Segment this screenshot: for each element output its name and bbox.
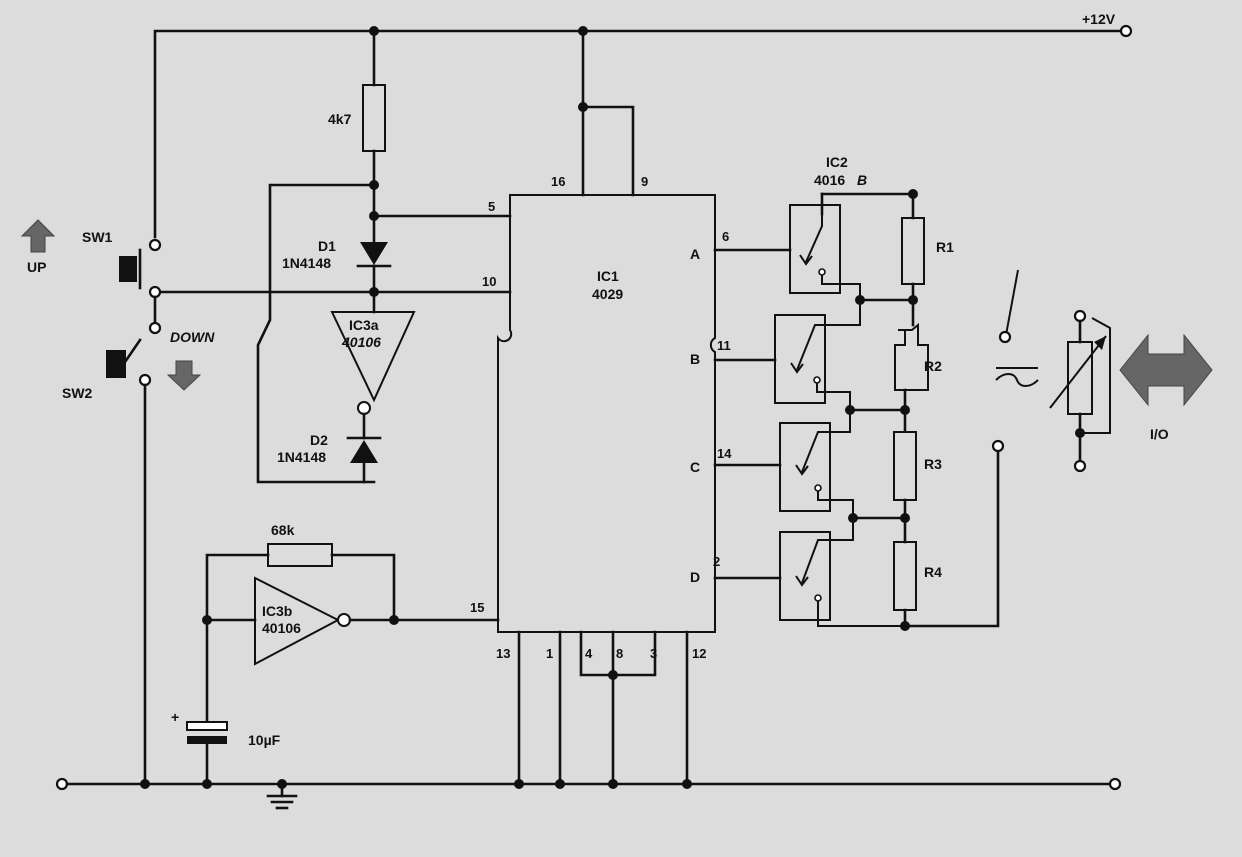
pin16-label: 16 xyxy=(551,174,565,189)
ic1-4029: IC1 4029 A B C D xyxy=(497,194,716,633)
switch-sw1: SW1 xyxy=(82,229,162,299)
ac-symbol-icon xyxy=(995,367,1039,387)
switch-sw2: SW2 DOWN xyxy=(62,321,215,401)
up-label: UP xyxy=(27,259,46,275)
pin1-label: 1 xyxy=(546,646,553,661)
ic3b-part: 40106 xyxy=(262,620,301,636)
wire-feedback-loop xyxy=(256,183,376,484)
pin8-label: 8 xyxy=(616,646,623,661)
capacitor-label: 10µF xyxy=(248,732,281,748)
r4-label: R4 xyxy=(924,564,942,580)
ic2-sub: B xyxy=(857,172,867,188)
diode-d1: D1 1N4148 xyxy=(282,183,392,294)
down-label: DOWN xyxy=(170,329,215,345)
junction-dots xyxy=(140,26,918,789)
analog-switch-4 xyxy=(779,518,905,627)
ic1-ref: IC1 xyxy=(597,268,619,284)
inverter-ic3a: IC3a 40106 xyxy=(330,290,416,415)
pin12-label: 12 xyxy=(692,646,706,661)
d2-part: 1N4148 xyxy=(277,449,326,465)
capacitor-polarity: + xyxy=(171,709,179,725)
r2-label: R2 xyxy=(924,358,942,374)
pin13-label: 13 xyxy=(496,646,510,661)
potentiometer xyxy=(1049,309,1111,473)
ic1-output-c: C xyxy=(690,459,700,475)
analog-switch-3 xyxy=(779,410,854,518)
ic1-output-d: D xyxy=(690,569,700,585)
oscillator-ic3b: 68k IC3b 40106 xyxy=(205,522,500,666)
ic1-output-b: B xyxy=(690,351,700,367)
sw1-label: SW1 xyxy=(82,229,113,245)
d1-ref: D1 xyxy=(318,238,336,254)
ic2-ref: IC2 xyxy=(826,154,848,170)
wire-pin9 xyxy=(581,105,635,197)
output-terminals xyxy=(991,269,1019,453)
pin15-label: 15 xyxy=(470,600,484,615)
pin3-label: 3 xyxy=(650,646,657,661)
ic1-output-a: A xyxy=(690,246,700,262)
up-arrow-icon: UP xyxy=(20,219,56,275)
r3-label: R3 xyxy=(924,456,942,472)
feedback-resistor-label: 68k xyxy=(271,522,295,538)
down-arrow-icon xyxy=(166,360,202,391)
pin10-label: 10 xyxy=(482,274,496,289)
r1-label: R1 xyxy=(936,239,954,255)
pin4-label: 4 xyxy=(585,646,593,661)
supply-label: +12V xyxy=(1082,11,1116,27)
sw2-label: SW2 xyxy=(62,385,93,401)
pullup-resistor-4k7: 4k7 xyxy=(328,29,386,187)
pin2-label: 2 xyxy=(713,554,720,569)
d2-ref: D2 xyxy=(310,432,328,448)
ic3a-part: 40106 xyxy=(341,334,381,350)
ic2-part: 4016 xyxy=(814,172,845,188)
pin5-label: 5 xyxy=(488,199,495,214)
analog-switch-2 xyxy=(774,300,861,410)
ic2-label-group: IC2 4016 B xyxy=(814,154,867,188)
pullup-resistor-label: 4k7 xyxy=(328,111,352,127)
pin6-label: 6 xyxy=(722,229,729,244)
ic3b-ref: IC3b xyxy=(262,603,292,619)
ic3a-ref: IC3a xyxy=(349,317,379,333)
pin11-label: 11 xyxy=(717,338,731,353)
pin14-label: 14 xyxy=(717,446,732,461)
ground-rail xyxy=(55,777,1122,791)
supply-rail: +12V xyxy=(153,11,1133,239)
d1-part: 1N4148 xyxy=(282,255,331,271)
analog-switch-1 xyxy=(789,204,861,300)
pin9-label: 9 xyxy=(641,174,648,189)
capacitor-10uf: + 10µF xyxy=(171,618,281,786)
diode-d2: D2 1N4148 xyxy=(277,412,382,484)
io-label: I/O xyxy=(1150,426,1169,442)
io-double-arrow-icon: I/O xyxy=(1119,333,1213,442)
ic1-part: 4029 xyxy=(592,286,623,302)
